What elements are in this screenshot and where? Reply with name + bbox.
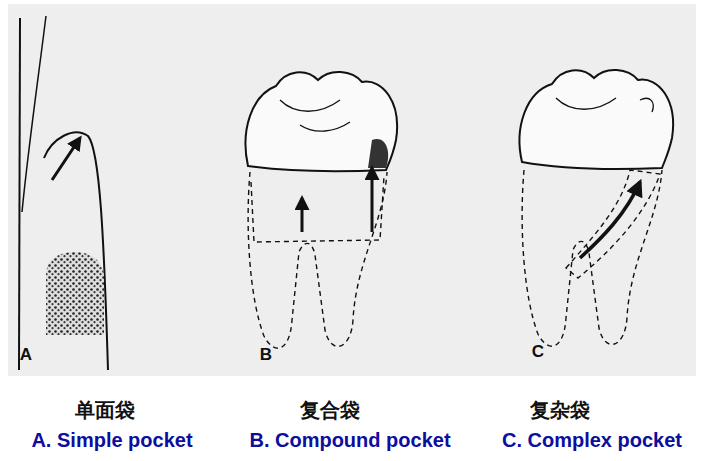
compound-pocket-figure: [246, 72, 398, 348]
figure-letter: A: [20, 345, 32, 365]
alveolar-bone: [46, 252, 104, 335]
scan-panel: [8, 4, 696, 376]
pocket-name-zh: 复杂袋: [530, 398, 590, 422]
pocket-name-en: B. Compound pocket: [249, 428, 450, 452]
pocket-name-zh: 单面袋: [75, 398, 135, 422]
figure-letter: B: [260, 345, 272, 365]
tooth-surface: [19, 18, 20, 370]
pocket-arrow: [52, 138, 80, 180]
molar-crown: [246, 72, 398, 171]
figure-letter: C: [532, 342, 544, 362]
simple-pocket-figure: [19, 16, 108, 370]
pocket-arrow: [371, 168, 374, 232]
pocket-epithelium: [22, 16, 46, 212]
crown-cusps: [556, 98, 653, 112]
crown-cusps: [280, 100, 350, 131]
pocket-outline: [566, 170, 660, 278]
complex-pocket-figure: [520, 70, 674, 346]
pocket-name-en: A. Simple pocket: [31, 428, 192, 452]
pocket-name-en: C. Complex pocket: [502, 428, 682, 452]
gingiva-outline: [44, 132, 108, 370]
crown-shade: [368, 139, 388, 168]
pocket-arrow: [580, 182, 640, 258]
molar-crown: [520, 70, 674, 169]
roots: [522, 170, 662, 346]
pocket-arrow: [301, 198, 304, 232]
roots: [248, 172, 387, 348]
pocket-outline: [251, 176, 384, 242]
pocket-name-zh: 复合袋: [300, 398, 360, 422]
